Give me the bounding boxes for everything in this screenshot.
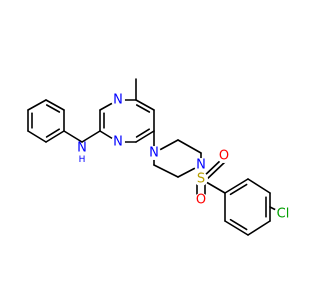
chlorophenyl-bond bbox=[224, 178, 249, 194]
atom-n-pyrimidine-bottom: N bbox=[111, 135, 125, 150]
bond-layer bbox=[27, 78, 277, 236]
chlorophenyl-bond-inner bbox=[229, 183, 248, 196]
pyrimidine-bond-inner bbox=[135, 104, 151, 113]
atom-n-piperazine-4: N bbox=[194, 158, 208, 173]
amine-bond bbox=[63, 130, 83, 143]
atom-label-n: N bbox=[113, 135, 123, 150]
sulfonyl-o-bond-inner bbox=[204, 160, 227, 182]
pyrimidine-bond-inner bbox=[135, 128, 151, 138]
atom-nh-amine: N H bbox=[73, 141, 91, 165]
atom-label-s: S bbox=[197, 172, 205, 187]
atom-label-n: N bbox=[196, 158, 206, 173]
atom-label-n: N bbox=[149, 146, 159, 161]
atom-label-layer: N N N H N N S bbox=[73, 93, 292, 223]
phenyl-bond bbox=[45, 99, 65, 111]
atom-n-pyrimidine-top: N bbox=[111, 93, 125, 108]
phenyl-bond bbox=[27, 130, 47, 143]
atom-o-sulfonyl-bottom: O bbox=[194, 193, 208, 208]
atom-label-cl: Cl bbox=[277, 207, 290, 222]
atom-label-o: O bbox=[219, 149, 229, 164]
phenyl-bond-inner bbox=[45, 128, 61, 138]
chlorophenyl-bond-inner bbox=[229, 218, 248, 231]
phenyl-bond bbox=[27, 99, 47, 111]
amine-bond bbox=[81, 130, 101, 143]
atom-o-sulfonyl-top: O bbox=[217, 149, 231, 164]
molecule-structure-diagram: N N N H N N S bbox=[27, 78, 292, 236]
pyrimidine-bond bbox=[135, 99, 155, 111]
atom-label-o: O bbox=[196, 193, 206, 208]
atom-cl-chloro: Cl bbox=[274, 205, 292, 223]
chlorophenyl-bond bbox=[247, 178, 271, 194]
atom-label-n: N bbox=[77, 141, 87, 156]
molecule-svg: N N N H N N S bbox=[27, 78, 292, 236]
chloro-bond bbox=[269, 206, 277, 211]
piperazine-bond bbox=[177, 139, 202, 154]
chlorophenyl-bond bbox=[247, 220, 271, 236]
chlorophenyl-bond bbox=[224, 220, 249, 236]
piperazine-bond bbox=[153, 164, 179, 178]
atom-n-piperazine-1: N bbox=[147, 146, 161, 161]
phenyl-bond bbox=[45, 130, 65, 143]
atom-label-h: H bbox=[79, 155, 86, 165]
phenyl-bond-inner bbox=[45, 104, 61, 113]
atom-s-sulfonyl: S bbox=[194, 172, 208, 187]
atom-label-n: N bbox=[113, 93, 123, 108]
pyrimidine-bond bbox=[135, 130, 155, 143]
